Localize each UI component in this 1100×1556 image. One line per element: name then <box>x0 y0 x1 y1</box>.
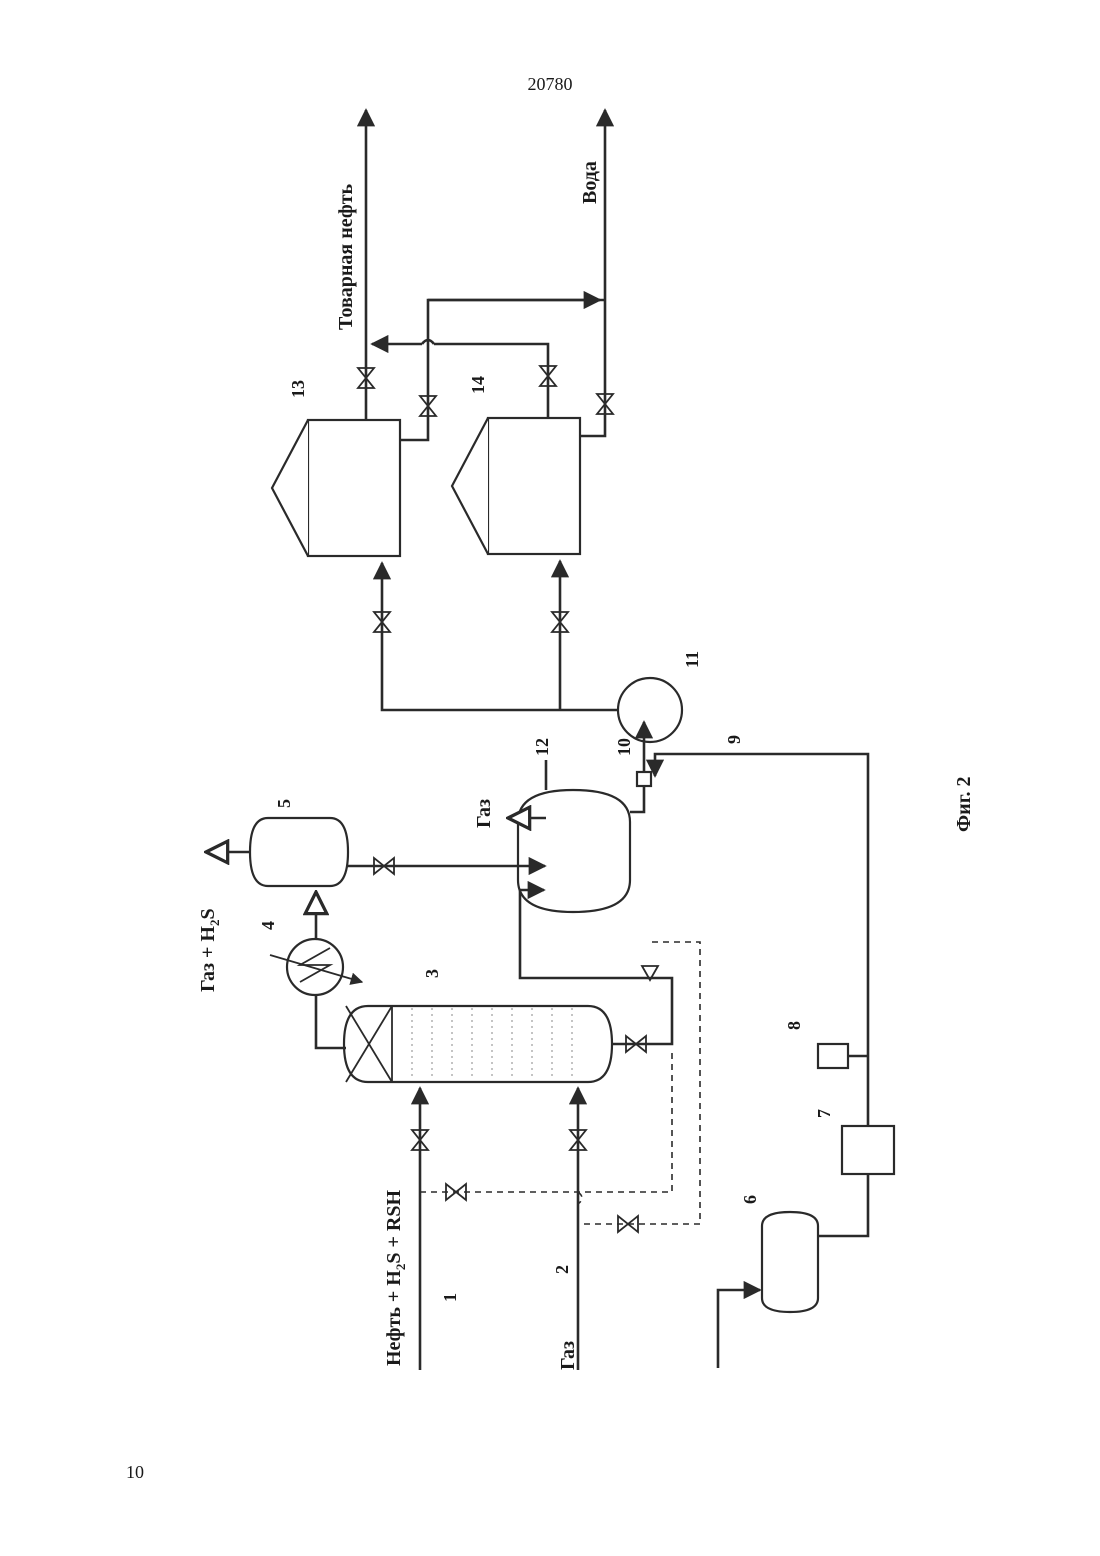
number-7: 7 <box>814 1109 834 1118</box>
number-12: 12 <box>532 738 552 756</box>
pump-11 <box>618 678 682 742</box>
heat-exchanger-4 <box>270 939 362 995</box>
number-9: 9 <box>724 735 744 744</box>
tank-6 <box>762 1212 818 1312</box>
label-gas-in: Газ <box>557 1341 579 1370</box>
label-gas-out: Газ <box>473 799 495 828</box>
number-8: 8 <box>784 1021 804 1030</box>
number-1: 1 <box>440 1293 460 1302</box>
vessel-12 <box>518 790 630 912</box>
tank-13 <box>272 420 400 556</box>
number-6: 6 <box>740 1195 760 1204</box>
unit-8 <box>818 1044 848 1068</box>
unit-7 <box>842 1126 894 1174</box>
stream-labels: Нефть + H2S + RSH Газ Газ + H2S Газ Това… <box>197 161 975 1370</box>
label-feed-oil: Нефть + H2S + RSH <box>383 1190 408 1366</box>
column-3 <box>344 1006 612 1082</box>
number-11: 11 <box>682 651 702 668</box>
number-5: 5 <box>274 799 294 808</box>
separator-5 <box>250 818 348 886</box>
label-gas-h2s: Газ + H2S <box>197 908 222 992</box>
tank-14 <box>452 418 580 554</box>
number-10: 10 <box>614 738 634 756</box>
number-4: 4 <box>258 921 278 930</box>
number-14: 14 <box>468 376 488 394</box>
number-3: 3 <box>422 969 442 978</box>
figure-caption: Фиг. 2 <box>953 776 975 832</box>
number-2: 2 <box>552 1265 572 1274</box>
number-13: 13 <box>288 380 308 398</box>
label-water: Вода <box>579 161 601 204</box>
label-product-oil: Товарная нефть <box>335 183 357 330</box>
mixer-10 <box>637 772 651 786</box>
